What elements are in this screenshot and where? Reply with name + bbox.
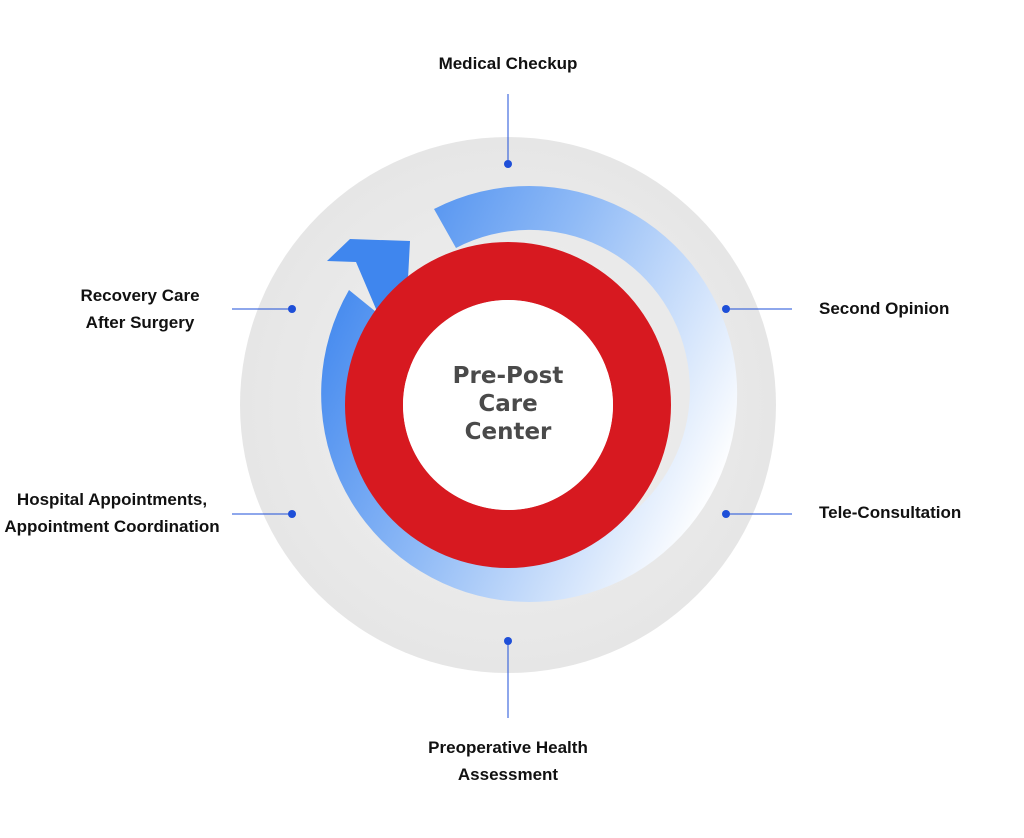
label-second-opinion-line-1: Second Opinion xyxy=(819,299,950,318)
connectors xyxy=(232,94,792,718)
label-medical-checkup-line-1: Medical Checkup xyxy=(438,54,578,73)
center-title-line-2: Care xyxy=(478,391,538,417)
label-hospital-appointments-line-1: Hospital Appointments, xyxy=(16,490,208,509)
center-title-line-1: Pre-Post xyxy=(452,363,564,389)
label-preoperative-assessment-line-2: Assessment xyxy=(457,765,559,784)
label-medical-checkup: Medical Checkup xyxy=(408,50,608,77)
label-preoperative-assessment: Preoperative Health Assessment xyxy=(383,734,633,788)
dot-recovery-care xyxy=(288,305,296,313)
center-title: Pre-Post Care Center xyxy=(408,362,608,446)
center-title-line-3: Center xyxy=(464,419,552,445)
dot-tele-consultation xyxy=(722,510,730,518)
red-ring xyxy=(345,242,671,568)
label-recovery-care-line-1: Recovery Care xyxy=(80,286,200,305)
label-recovery-care-line-2: After Surgery xyxy=(85,313,195,332)
label-hospital-appointments-line-2: Appointment Coordination xyxy=(4,517,220,536)
label-preoperative-assessment-line-1: Preoperative Health xyxy=(428,738,588,757)
dot-second-opinion xyxy=(722,305,730,313)
connector-dots xyxy=(288,160,730,645)
label-tele-consultation-line-1: Tele-Consultation xyxy=(819,503,962,522)
label-hospital-appointments: Hospital Appointments, Appointment Coord… xyxy=(0,486,224,540)
label-recovery-care: Recovery Care After Surgery xyxy=(60,282,220,336)
label-tele-consultation: Tele-Consultation xyxy=(819,499,961,526)
inner-circle xyxy=(403,300,613,510)
dot-hospital-appointments xyxy=(288,510,296,518)
label-second-opinion: Second Opinion xyxy=(819,295,949,322)
dot-preoperative-assessment xyxy=(504,637,512,645)
dot-medical-checkup xyxy=(504,160,512,168)
